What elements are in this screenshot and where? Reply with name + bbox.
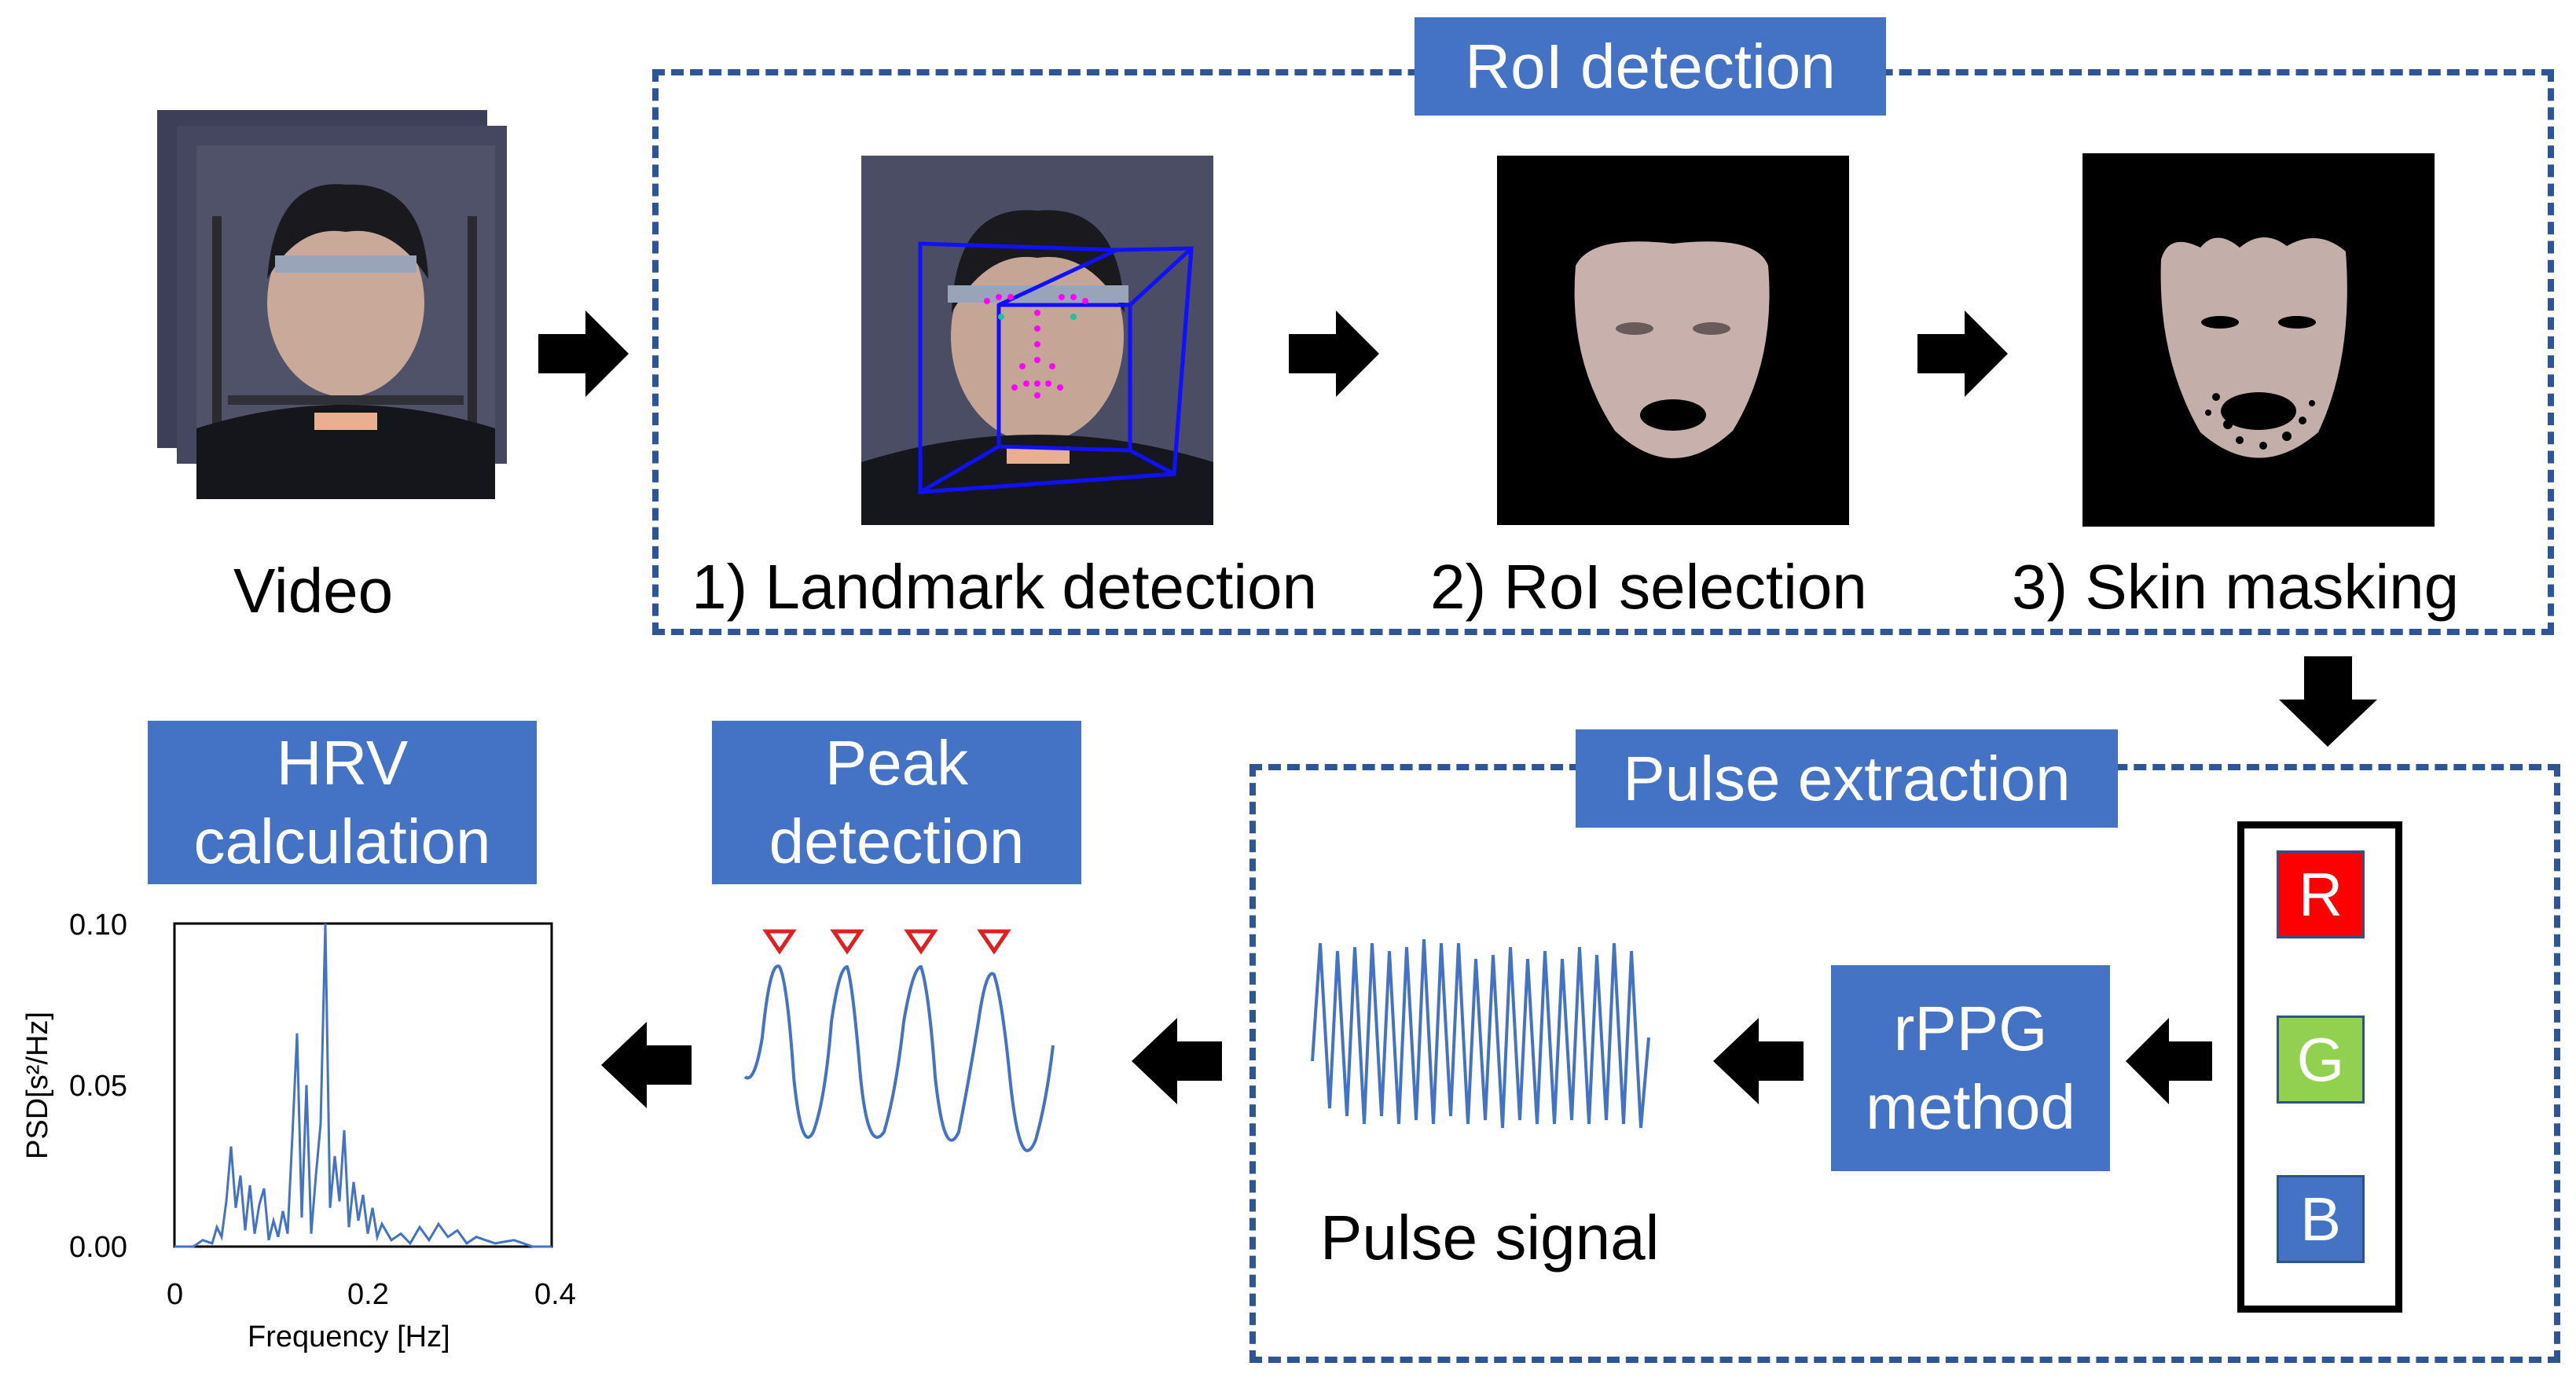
- arrow-left-icon: [1132, 1018, 1222, 1104]
- y-tick-label: 0.05: [69, 1070, 127, 1103]
- skin-masking-image: [2082, 153, 2435, 527]
- landmark-image: [861, 156, 1213, 525]
- video-label: Video: [233, 556, 394, 626]
- arrow-right-icon: [1289, 310, 1379, 397]
- roi-selection-image: [1497, 156, 1849, 525]
- psd-chart: 0.10 0.05 0.00 0 0.2 0.4 Frequency [Hz] …: [0, 904, 597, 1392]
- arrow-right-icon: [1917, 310, 2008, 397]
- arrow-left-icon: [1713, 1018, 1804, 1104]
- arrow-right-icon: [538, 310, 629, 397]
- hrv-calculation-box: HRV calculation: [148, 721, 537, 884]
- channel-g: G: [2277, 1016, 2365, 1104]
- y-tick-label: 0.10: [69, 909, 127, 942]
- pulse-extraction-header: Pulse extraction: [1576, 729, 2118, 828]
- roi-selection-label: 2) RoI selection: [1430, 552, 1867, 622]
- pulse-signal-waveform: [1311, 938, 1650, 1129]
- y-tick-label: 0.00: [69, 1231, 127, 1264]
- peak-detection-waveform: [743, 929, 1055, 1152]
- channel-r: R: [2277, 850, 2365, 938]
- psd-chart-svg: [173, 922, 553, 1248]
- x-tick-label: 0: [167, 1278, 184, 1311]
- rppg-method-box: rPPG method: [1831, 965, 2110, 1171]
- pulse-signal-label: Pulse signal: [1320, 1203, 1660, 1273]
- arrow-left-icon: [601, 1022, 692, 1108]
- psd-series-line: [174, 923, 552, 1248]
- video-frame-front: [196, 145, 495, 499]
- x-axis-label: Frequency [Hz]: [248, 1320, 450, 1353]
- roi-detection-header: RoI detection: [1415, 17, 1886, 116]
- landmark-detection-label: 1) Landmark detection: [692, 552, 1318, 622]
- peak-detection-box: Peak detection: [712, 721, 1081, 884]
- y-axis-label: PSD[s²/Hz]: [21, 1012, 54, 1159]
- peak-marker-icons: [762, 929, 1011, 955]
- x-tick-label: 0.4: [534, 1278, 576, 1311]
- arrow-down-icon: [2279, 656, 2377, 747]
- skin-masking-label: 3) Skin masking: [2012, 552, 2460, 622]
- channel-b: B: [2277, 1175, 2365, 1263]
- arrow-left-icon: [2126, 1018, 2212, 1104]
- x-tick-label: 0.2: [347, 1278, 389, 1311]
- face-photo-video: [196, 145, 495, 499]
